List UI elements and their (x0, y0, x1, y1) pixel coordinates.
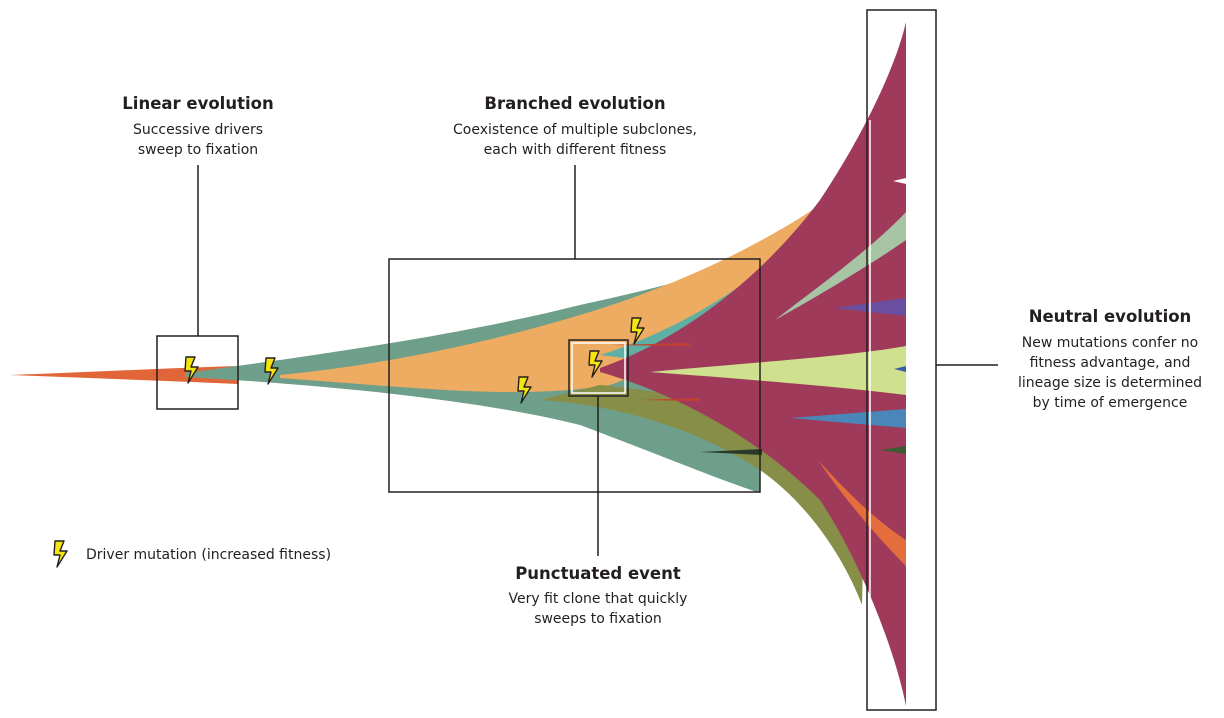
founder-clone (10, 366, 238, 384)
branched-label: Branched evolution Coexistence of multip… (453, 94, 697, 158)
neutral-desc-line-3: lineage size is determined (1018, 375, 1202, 391)
lineage-shapes (10, 22, 906, 706)
dark-sliver (700, 449, 762, 455)
legend-lightning-bolt-icon (53, 540, 68, 568)
pale-lime-subclone (650, 346, 906, 395)
punctuated-label: Punctuated event Very fit clone that qui… (509, 564, 688, 627)
white-wedge (893, 178, 906, 184)
neutral-frame-outer (866, 9, 937, 711)
red-thin-line (610, 343, 690, 346)
legend-label: Driver mutation (increased fitness) (86, 547, 331, 563)
neutral-title: Neutral evolution (1029, 307, 1192, 326)
blue-subclone (790, 409, 906, 428)
red-thin-line-2 (640, 398, 700, 401)
neutral-label: Neutral evolution New mutations confer n… (1018, 307, 1202, 411)
branched-desc-line-1: Coexistence of multiple subclones, (453, 122, 697, 138)
orange-late-subclone (818, 460, 906, 566)
linear-label: Linear evolution Successive drivers swee… (122, 94, 273, 158)
punctuated-desc-line-2: sweeps to fixation (534, 611, 662, 627)
branched-title: Branched evolution (484, 94, 665, 113)
punctuated-title: Punctuated event (515, 564, 681, 583)
neutral-desc-line-4: by time of emergence (1033, 395, 1188, 411)
branched-desc-line-2: each with different fitness (484, 142, 667, 158)
dark-green-subclone (880, 446, 906, 454)
linear-desc-line-1: Successive drivers (133, 122, 263, 138)
neutral-desc-line-2: fitness advantage, and (1030, 355, 1191, 371)
linear-desc-line-2: sweep to fixation (138, 142, 258, 158)
linear-title: Linear evolution (122, 94, 273, 113)
blue-dash (894, 366, 906, 372)
punctuated-desc-line-1: Very fit clone that quickly (509, 591, 688, 607)
neutral-desc-line-1: New mutations confer no (1022, 335, 1198, 351)
punctuated-frame-inner (571, 342, 626, 394)
orange-subclone (280, 205, 830, 393)
